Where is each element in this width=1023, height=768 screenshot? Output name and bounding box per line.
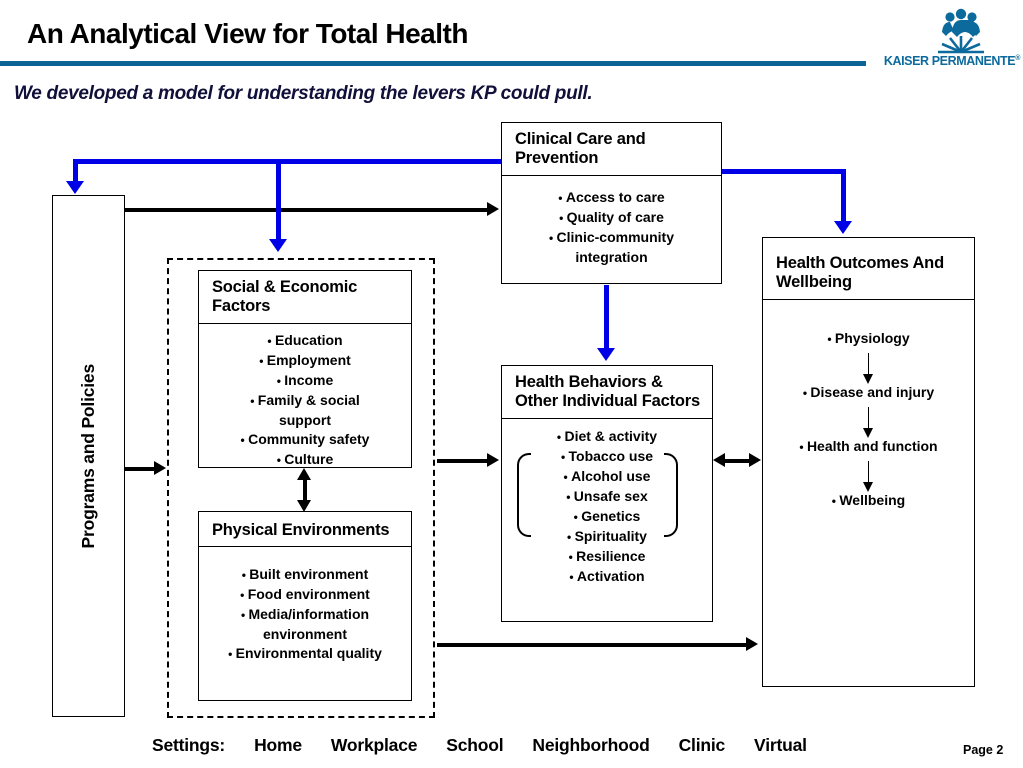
blue-line-to-outcomes-v [841, 169, 846, 222]
setting-item: Neighborhood [532, 735, 650, 755]
bullet-item: Quality of care [502, 208, 721, 228]
arrowhead-left [713, 453, 725, 467]
bullet-item: Environmental quality [199, 644, 411, 664]
page-title: An Analytical View for Total Health [27, 18, 468, 49]
arrow-dashed-to-outcomes-bottom [437, 643, 748, 647]
blue-arrowhead-outcomes [834, 221, 852, 234]
bullet-item: Alcohol use [502, 467, 712, 487]
setting-item: Clinic [678, 735, 726, 755]
behaviors-right-bracket [664, 453, 678, 537]
programs-policies-box: Programs and Policies [52, 195, 125, 717]
chain-item: Wellbeing [832, 492, 905, 508]
blue-line-clinical-to-behaviors [604, 285, 609, 349]
programs-policies-label: Programs and Policies [78, 363, 98, 549]
blue-line-to-programs [73, 159, 78, 182]
blue-line-to-social [276, 159, 281, 240]
arrow-programs-to-dashed [125, 467, 156, 471]
settings-label: Settings: [152, 735, 226, 755]
blue-feedback-line-top [73, 159, 501, 164]
arrowhead-right [746, 637, 758, 651]
bullet-item: Media/information environment [199, 605, 411, 644]
down-arrow-icon [863, 352, 873, 384]
setting-item: Virtual [754, 735, 807, 755]
health-behaviors-box: Health Behaviors & Other Individual Fact… [501, 365, 713, 622]
bullet-item: Diet & activity [502, 427, 712, 447]
health-outcomes-title: Health Outcomes And Wellbeing [763, 238, 974, 300]
arrowhead-right [154, 461, 166, 475]
page-number: Page 2 [963, 743, 1004, 757]
bullet-item: Community safety [199, 430, 411, 450]
arrow-behaviors-outcomes-bidirectional [723, 459, 751, 463]
blue-line-to-outcomes-h [722, 169, 846, 174]
clinical-care-box: Clinical Care and Prevention Access to c… [501, 122, 722, 284]
kaiser-permanente-logo-icon [938, 8, 984, 54]
setting-item: Home [254, 735, 302, 755]
bullet-item: Food environment [199, 585, 411, 605]
blue-arrowhead-social [269, 239, 287, 252]
chain-item: Physiology [827, 330, 910, 346]
setting-item: School [446, 735, 504, 755]
arrow-programs-to-clinical [125, 208, 488, 212]
header-divider [0, 61, 866, 66]
kaiser-permanente-logo-text: KAISER PERMANENTE® [860, 54, 1021, 68]
health-behaviors-title: Health Behaviors & Other Individual Fact… [502, 366, 712, 419]
setting-item: Workplace [330, 735, 418, 755]
bullet-item: Activation [502, 567, 712, 587]
physical-environments-box: Physical Environments Built environment … [198, 511, 412, 701]
health-outcomes-chain: Physiology Disease and injury Health and… [763, 300, 974, 508]
clinical-care-bullets: Access to care Quality of care Clinic-co… [502, 176, 721, 267]
bullet-item: Unsafe sex [502, 487, 712, 507]
blue-arrowhead-behaviors [597, 348, 615, 361]
bullet-item: Culture [199, 450, 411, 470]
behaviors-left-bracket [517, 453, 531, 537]
physical-environments-title: Physical Environments [199, 512, 411, 548]
blue-arrowhead-programs [66, 181, 84, 194]
slide-subtitle: We developed a model for understanding t… [14, 83, 593, 104]
bullet-item: Family & social support [199, 391, 411, 430]
arrowhead-right [487, 453, 499, 467]
bullet-item: Resilience [502, 547, 712, 567]
registered-mark: ® [1015, 54, 1020, 62]
bullet-item: Spirituality [502, 527, 712, 547]
bullet-item: Clinic-community integration [502, 228, 721, 267]
bullet-item: Income [199, 371, 411, 391]
physical-environments-bullets: Built environment Food environment Media… [199, 547, 411, 664]
clinical-care-title: Clinical Care and Prevention [502, 123, 721, 176]
arrowhead-down [297, 500, 311, 512]
chain-item: Health and function [799, 438, 938, 454]
bullet-item: Tobacco use [502, 447, 712, 467]
down-arrow-icon [863, 460, 873, 492]
social-physical-dashed-container [167, 258, 435, 718]
arrowhead-right [749, 453, 761, 467]
social-economic-box: Social & Economic Factors Education Empl… [198, 270, 412, 468]
chain-item: Disease and injury [803, 384, 934, 400]
health-outcomes-box: Health Outcomes And Wellbeing Physiology… [762, 237, 975, 687]
health-behaviors-bullets: Diet & activity Tobacco use Alcohol use … [502, 419, 712, 587]
logo-wordmark: KAISER PERMANENTE [883, 54, 1016, 68]
settings-row: Settings: Home Workplace School Neighbor… [152, 735, 807, 756]
arrowhead-right [487, 202, 499, 216]
arrow-social-physical-bidirectional [303, 478, 307, 502]
bullet-item: Genetics [502, 507, 712, 527]
bullet-item: Access to care [502, 188, 721, 208]
down-arrow-icon [863, 406, 873, 438]
bullet-item: Education [199, 331, 411, 351]
social-economic-title: Social & Economic Factors [199, 271, 411, 324]
arrow-dashed-to-behaviors [437, 459, 489, 463]
bullet-item: Employment [199, 351, 411, 371]
arrowhead-up [297, 468, 311, 480]
social-economic-bullets: Education Employment Income Family & soc… [199, 324, 411, 470]
bullet-item: Built environment [199, 565, 411, 585]
